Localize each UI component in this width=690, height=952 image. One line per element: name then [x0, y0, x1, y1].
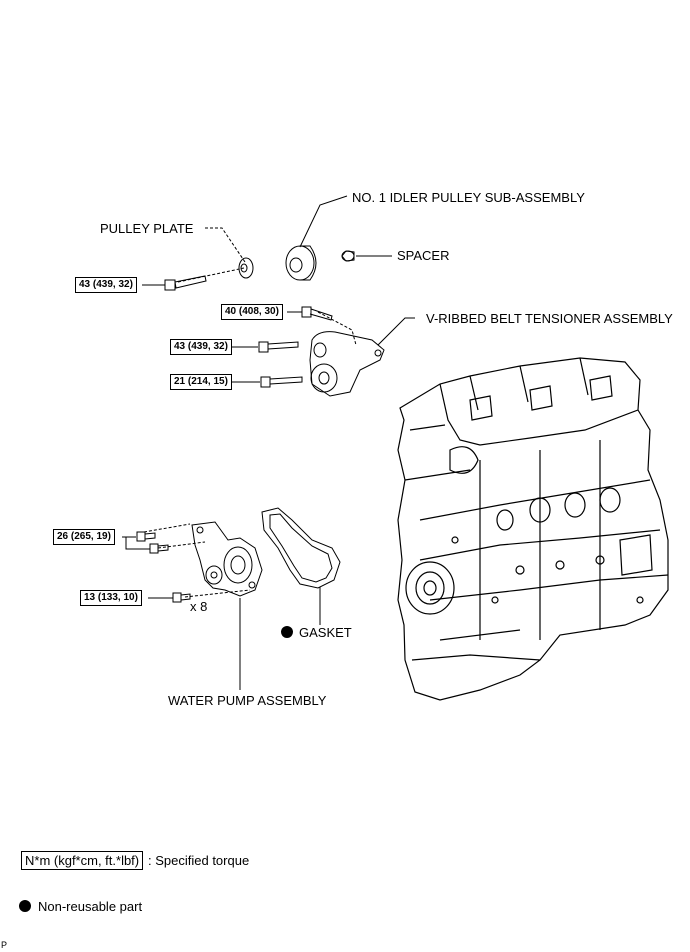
torque-water-pump-bolts-a: 26 (265, 19)	[53, 529, 115, 545]
torque-water-pump-bolts-b: 13 (133, 10)	[80, 590, 142, 606]
non-reusable-legend-dot-icon	[19, 900, 31, 912]
tensioner-bolt-mid	[258, 341, 299, 353]
gasket-label: GASKET	[299, 625, 352, 640]
idler-pulley-label: NO. 1 IDLER PULLEY SUB-ASSEMBLY	[352, 190, 585, 205]
water-pump-bolt-a	[136, 531, 156, 542]
torque-pulley-plate-bolt: 43 (439, 32)	[75, 277, 137, 293]
quantity-label: x 8	[190, 599, 208, 614]
torque-tensioner-bolt-low: 21 (214, 15)	[170, 374, 232, 390]
footer-code: P	[1, 940, 8, 950]
water-pump-bolt-b	[149, 543, 169, 554]
idler-pulley-leader	[299, 195, 348, 248]
pulley-plate	[238, 257, 254, 279]
tensioner-leader	[377, 317, 415, 346]
engine-block	[397, 357, 669, 701]
pulley-plate-label: PULLEY PLATE	[100, 221, 194, 236]
water-pump-body	[191, 521, 263, 597]
non-reusable-dot-icon	[281, 626, 293, 638]
water-pump-bolt-c	[172, 592, 191, 603]
torque-tensioner-bolt-mid: 43 (439, 32)	[170, 339, 232, 355]
tensioner-bolt-top	[301, 306, 333, 321]
tensioner-body	[309, 331, 385, 397]
pulley-plate-bolt	[164, 275, 207, 291]
torque-legend-box: N*m (kgf*cm, ft.*lbf)	[21, 851, 144, 870]
water-pump-label: WATER PUMP ASSEMBLY	[168, 693, 327, 708]
tensioner-label: V-RIBBED BELT TENSIONER ASSEMBLY	[426, 311, 673, 326]
torque-tensioner-bolt-top: 40 (408, 30)	[221, 304, 283, 320]
tensioner-bolt-low	[260, 376, 303, 388]
idler-pulley	[285, 245, 317, 281]
pulley-plate-leader	[205, 227, 246, 263]
spacer	[341, 250, 355, 262]
torque-legend-desc: : Specified torque	[148, 853, 250, 868]
gasket-outline	[261, 507, 341, 589]
spacer-label: SPACER	[397, 248, 450, 263]
non-reusable-legend-desc: Non-reusable part	[38, 899, 143, 914]
